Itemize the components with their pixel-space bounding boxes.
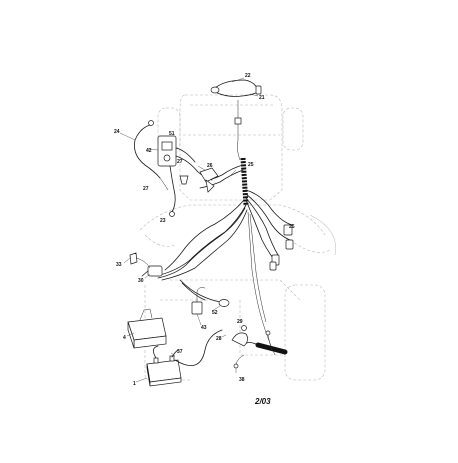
callout-1: 1: [133, 381, 136, 387]
callout-24: 24: [114, 129, 120, 135]
callout-27a: 27: [177, 159, 183, 165]
callout-52: 52: [212, 310, 218, 316]
callout-21: 21: [259, 95, 265, 101]
callout-33: 33: [116, 262, 122, 268]
callout-29: 29: [237, 319, 243, 325]
callout-25a: 25: [248, 162, 254, 168]
callout-26: 26: [207, 163, 213, 169]
headlight-harness: [210, 79, 262, 125]
seat-switch-harness: [179, 279, 230, 315]
callout-4: 4: [123, 335, 126, 341]
battery: [146, 325, 288, 387]
callout-30: 30: [138, 278, 144, 284]
callout-25b: 25: [289, 224, 295, 230]
ignition-assembly: [134, 120, 213, 217]
battery-box: [127, 308, 167, 349]
callout-28: 28: [216, 336, 222, 342]
leader-lines: [119, 77, 259, 383]
callout-22: 22: [245, 73, 251, 79]
pto-connector: [129, 252, 163, 277]
callout-38: 38: [239, 377, 245, 383]
callout-43: 43: [201, 325, 207, 331]
date-code: 2/03: [255, 397, 271, 406]
callout-23: 23: [160, 218, 166, 224]
callout-42: 42: [146, 148, 152, 154]
callout-27b: 27: [143, 186, 149, 192]
right-switches: [199, 167, 294, 271]
callout-37: 37: [177, 349, 183, 355]
callout-51: 51: [169, 131, 175, 137]
main-harness: [157, 118, 293, 356]
